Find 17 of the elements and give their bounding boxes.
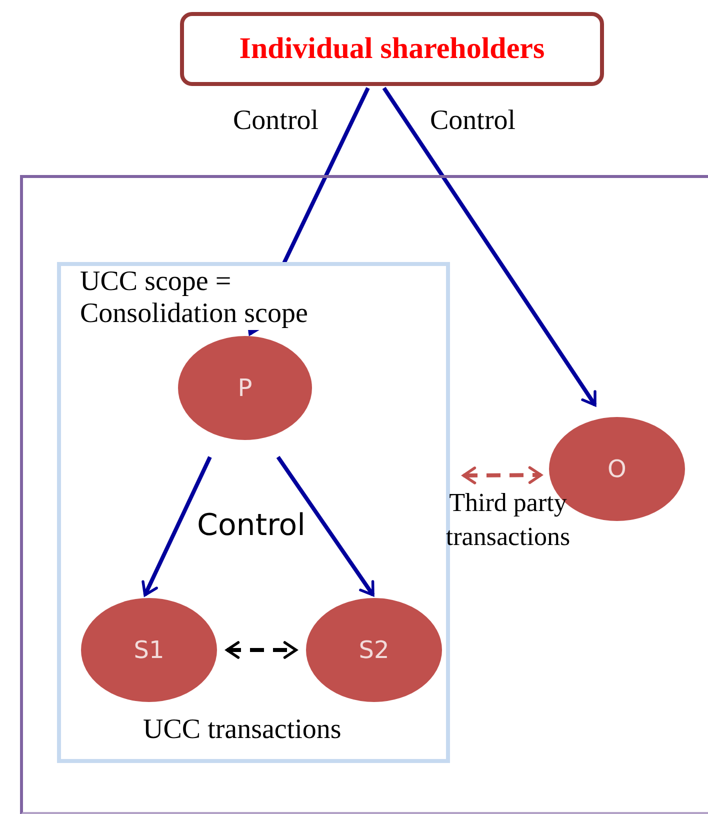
- edge-label: Control: [430, 104, 516, 138]
- entity-label: S2: [358, 636, 390, 664]
- title-box: [180, 12, 604, 86]
- dashed-arrow: [226, 641, 298, 659]
- edge-label: Control: [233, 104, 319, 138]
- text-label: Control: [197, 508, 306, 543]
- group-frame: [20, 175, 708, 814]
- entity-label: O: [608, 455, 626, 483]
- arrow: [382, 86, 597, 406]
- entity-label: P: [238, 374, 252, 402]
- entity-label: S1: [134, 636, 164, 664]
- arrow: [142, 456, 212, 596]
- title-text: Individual shareholders: [239, 32, 545, 66]
- arrow: [276, 456, 375, 596]
- text-label: UCC transactions: [143, 714, 342, 746]
- edge-label: Third party transactions: [444, 487, 572, 553]
- dashed-arrow: [462, 466, 542, 484]
